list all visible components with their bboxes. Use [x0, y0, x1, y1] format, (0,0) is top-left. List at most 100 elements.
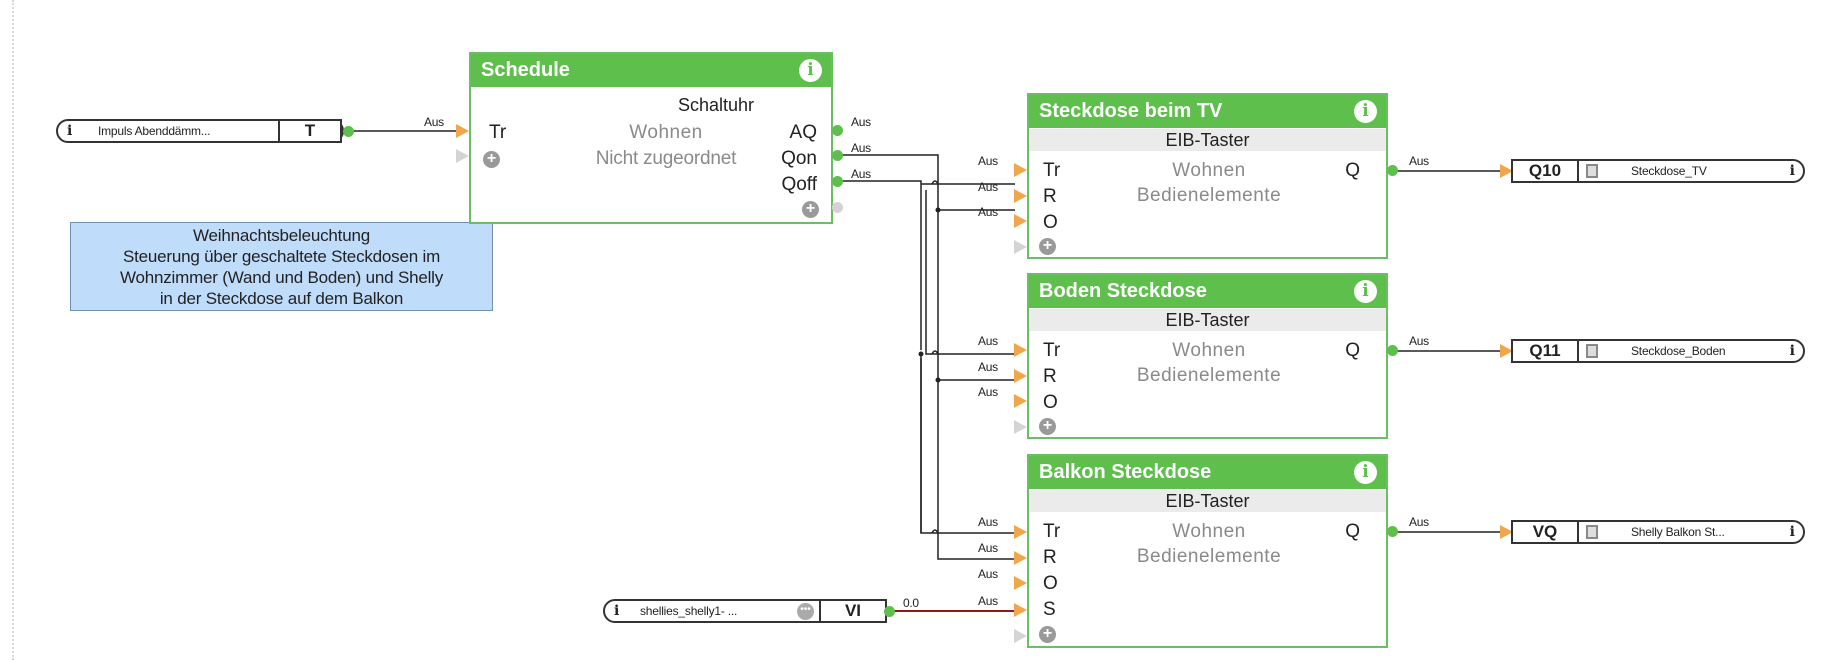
output-code: Q10	[1511, 159, 1579, 183]
port-tr: Tr	[489, 122, 507, 143]
info-icon[interactable]: i	[1354, 461, 1377, 484]
wire-label: Aus	[978, 541, 998, 555]
output-port[interactable]	[884, 606, 895, 617]
block-title: Balkon Steckdose	[1029, 456, 1386, 489]
block-type: Schaltuhr	[601, 94, 831, 116]
input-port[interactable]	[456, 149, 469, 163]
output-code: Q11	[1511, 339, 1579, 363]
add-port-icon[interactable]: +	[1039, 238, 1056, 255]
port-tr: Tr	[1043, 340, 1061, 361]
wire-label: Aus	[978, 334, 998, 348]
input-port[interactable]	[1500, 344, 1513, 358]
input-label: shellies_shelly1- ...	[640, 604, 738, 618]
port-r: R	[1043, 186, 1057, 207]
eib-block-boden[interactable]: Boden Steckdose i EIB-Taster Tr R O Wohn…	[1027, 273, 1388, 439]
input-impuls[interactable]: i Impuls Abenddämm... T	[56, 119, 344, 143]
block-category: Bedienelemente	[1136, 185, 1282, 206]
port-tr: Tr	[1043, 521, 1061, 542]
add-port-icon[interactable]: +	[1039, 626, 1056, 643]
input-port[interactable]	[1014, 420, 1027, 434]
wire-label: Aus	[1409, 334, 1429, 348]
input-port[interactable]	[1014, 369, 1027, 383]
note-line: Steuerung über geschaltete Steckdosen im	[122, 247, 441, 266]
wire-label: Aus	[978, 180, 998, 194]
add-port-icon[interactable]: +	[1039, 418, 1056, 435]
output-port[interactable]	[832, 125, 843, 136]
port-qoff: Qoff	[781, 174, 817, 195]
output-code: VQ	[1511, 520, 1579, 544]
info-icon[interactable]: i	[1354, 100, 1377, 123]
output-port[interactable]	[343, 126, 354, 137]
output-port[interactable]	[1387, 526, 1398, 537]
output-port[interactable]	[1387, 165, 1398, 176]
port-s: S	[1043, 599, 1056, 620]
input-port[interactable]	[1014, 551, 1027, 565]
note-line: Weihnachtsbeleuchtung	[193, 226, 370, 245]
wire-label: Aus	[978, 360, 998, 374]
block-room: Wohnen	[1172, 340, 1246, 361]
input-port[interactable]	[1014, 629, 1027, 643]
add-port-icon[interactable]: +	[483, 151, 500, 168]
input-port[interactable]	[1014, 189, 1027, 203]
port-o: O	[1043, 212, 1058, 233]
port-tr: Tr	[1043, 160, 1061, 181]
port-r: R	[1043, 547, 1057, 568]
output-q10[interactable]: Q10 Steckdose_TV i	[1511, 159, 1805, 183]
input-shelly[interactable]: i shellies_shelly1- ... ••• VI	[603, 599, 887, 623]
comment-note[interactable]: Weihnachtsbeleuchtung Steuerung über ges…	[70, 222, 493, 311]
input-port[interactable]	[1014, 240, 1027, 254]
input-port[interactable]	[1014, 576, 1027, 590]
info-icon[interactable]: i	[799, 59, 822, 82]
info-icon[interactable]: i	[1354, 280, 1377, 303]
input-type: T	[278, 119, 342, 143]
wire-label: Aus	[978, 205, 998, 219]
block-room: Wohnen	[1172, 160, 1246, 181]
block-category: Bedienelemente	[1136, 365, 1282, 386]
port-aq: AQ	[789, 122, 817, 143]
input-port[interactable]	[1500, 164, 1513, 178]
block-category: Nicht zugeordnet	[595, 148, 737, 169]
input-port[interactable]	[1014, 394, 1027, 408]
block-type: EIB-Taster	[1029, 309, 1386, 331]
note-line: Wohnzimmer (Wand und Boden) und Shelly	[119, 268, 444, 287]
port-o: O	[1043, 573, 1058, 594]
output-vq[interactable]: VQ Shelly Balkon St... i	[1511, 520, 1805, 544]
input-port[interactable]	[456, 124, 469, 138]
output-q11[interactable]: Q11 Steckdose_Boden i	[1511, 339, 1805, 363]
block-title: Steckdose beim TV	[1029, 95, 1386, 128]
block-title: Boden Steckdose	[1029, 275, 1386, 308]
input-port[interactable]	[1014, 163, 1027, 177]
output-port[interactable]	[832, 150, 843, 161]
wire-label: Aus	[1409, 154, 1429, 168]
add-port-icon[interactable]: +	[802, 201, 819, 218]
eib-block-balkon[interactable]: Balkon Steckdose i EIB-Taster Tr R O S W…	[1027, 454, 1388, 648]
input-port[interactable]	[1014, 214, 1027, 228]
schedule-block[interactable]: Schedule i Schaltuhr Tr Wohnen Nicht zug…	[469, 52, 833, 224]
wire-label: Aus	[851, 115, 871, 129]
info-icon[interactable]: i	[1789, 163, 1795, 179]
wire-label: Aus	[851, 167, 871, 181]
port-o: O	[1043, 392, 1058, 413]
output-port[interactable]	[832, 176, 843, 187]
input-port[interactable]	[1014, 603, 1027, 617]
output-port[interactable]	[1387, 345, 1398, 356]
input-port[interactable]	[1014, 343, 1027, 357]
input-port[interactable]	[1500, 525, 1513, 539]
info-icon[interactable]: i	[614, 603, 620, 619]
input-type: VI	[819, 599, 887, 623]
block-type: EIB-Taster	[1029, 490, 1386, 512]
output-port[interactable]	[832, 202, 843, 213]
wire-qoff-bus	[839, 180, 1015, 534]
input-port[interactable]	[1014, 525, 1027, 539]
more-icon[interactable]: •••	[797, 603, 814, 620]
eib-block-tv[interactable]: Steckdose beim TV i EIB-Taster Tr R O Wo…	[1027, 93, 1388, 259]
info-icon[interactable]: i	[67, 123, 73, 139]
info-icon[interactable]: i	[1789, 524, 1795, 540]
wire-label: Aus	[978, 594, 998, 608]
port-q: Q	[1345, 160, 1360, 181]
wire-label: Aus	[978, 154, 998, 168]
info-icon[interactable]: i	[1789, 343, 1795, 359]
wire-label: Aus	[978, 385, 998, 399]
output-name: Shelly Balkon St...	[1631, 525, 1725, 539]
input-label: Impuls Abenddämm...	[98, 124, 211, 138]
